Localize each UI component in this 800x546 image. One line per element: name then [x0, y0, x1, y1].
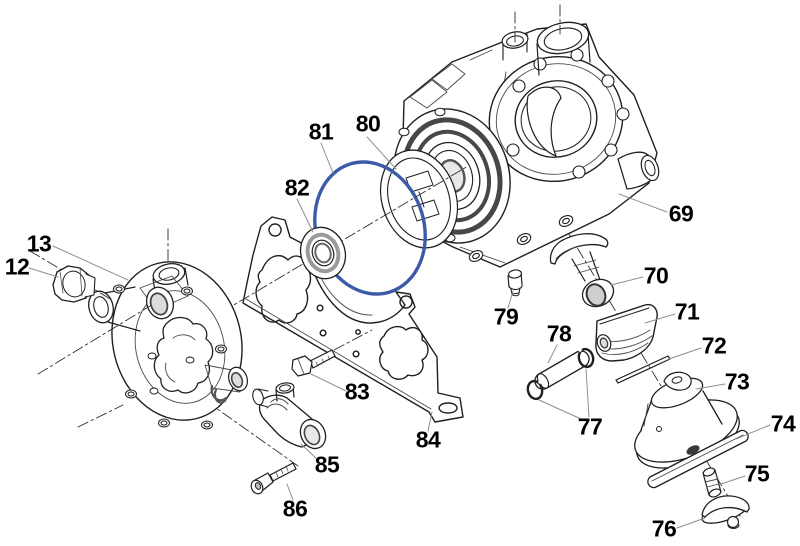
part-label-85: 85: [314, 451, 340, 478]
part-12-plug: [52, 265, 96, 303]
part-label-72: 72: [701, 332, 727, 359]
part-label-84: 84: [415, 426, 441, 453]
part-label-79: 79: [493, 303, 519, 330]
part-label-13: 13: [26, 230, 52, 257]
part-71-piston: [595, 303, 658, 362]
part-77-snap-rings: [526, 345, 595, 401]
leader-lines: [28, 136, 771, 529]
part-13-cover: [88, 261, 249, 430]
part-label-69: 69: [668, 200, 694, 227]
part-76-cap: [701, 495, 750, 529]
part-83-bolt: [291, 349, 336, 377]
part-label-80: 80: [355, 110, 381, 137]
part-label-76: 76: [651, 515, 677, 542]
part-label-82: 82: [284, 174, 310, 201]
part-86-screw: [250, 462, 297, 495]
part-label-75: 75: [744, 460, 770, 487]
part-85-elbow-fitting: [252, 382, 327, 450]
part-82-seal-ring: [299, 226, 347, 280]
part-79-plug-small: [507, 269, 523, 297]
part-label-73: 73: [724, 368, 750, 395]
part-label-83: 83: [344, 378, 370, 405]
part-label-12: 12: [4, 253, 30, 280]
part-74-diaphragm-plate: [647, 429, 749, 489]
part-72-valve-strip: [615, 355, 671, 384]
part-label-81: 81: [308, 118, 334, 145]
part-label-71: 71: [674, 298, 700, 325]
part-78-pin: [534, 350, 590, 390]
centerlines-ports: [514, 4, 561, 43]
part-80-retainer-ring: [379, 149, 459, 249]
part-label-74: 74: [770, 410, 796, 437]
part-label-70: 70: [643, 262, 669, 289]
part-label-77: 77: [577, 413, 603, 440]
part-label-86: 86: [282, 495, 308, 522]
part-75-valve: [702, 467, 722, 498]
centerlines-main-axis: [221, 165, 469, 370]
part-label-78: 78: [546, 320, 572, 347]
part-70-connecting-rod: [549, 233, 615, 308]
